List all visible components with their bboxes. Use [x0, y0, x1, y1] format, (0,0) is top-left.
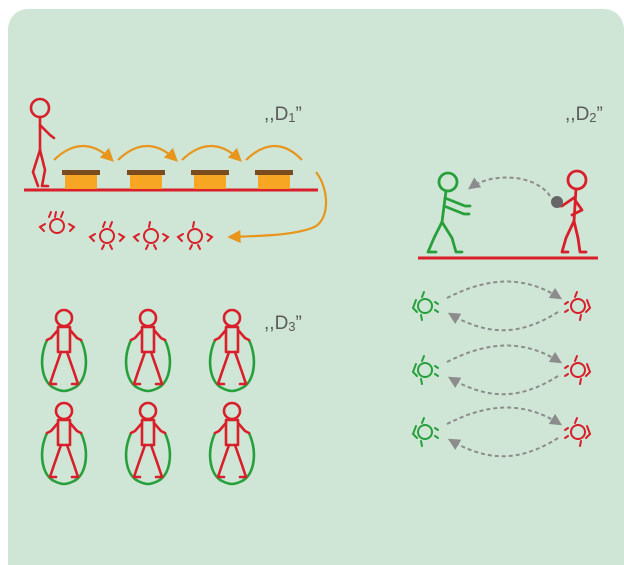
hurdle-box-icon [191, 170, 229, 189]
green-person-icon [411, 291, 439, 321]
throw-pair-row [411, 344, 592, 396]
thrower-figure-icon [555, 169, 588, 254]
station-d3 [40, 308, 256, 486]
red-person-icon [564, 417, 592, 447]
station-label-d2: ,,D2” [565, 104, 603, 125]
hurdle-box-icon [127, 170, 165, 189]
waiting-person-icon [176, 221, 214, 250]
red-person-icon [564, 291, 592, 321]
green-person-icon [411, 355, 439, 385]
runner-figure-icon [29, 97, 56, 188]
station-label-d3: ,,D3” [264, 313, 302, 334]
jump-rope-figure-icon [40, 401, 88, 486]
hurdle-box-icon [255, 170, 293, 189]
throw-pair-row [411, 406, 592, 458]
station-label-d1: ,,D1” [264, 104, 302, 125]
station-d1 [24, 97, 328, 250]
catcher-figure-icon [426, 171, 472, 254]
jump-rope-figure-icon [124, 401, 172, 486]
jump-rope-figure-icon [40, 308, 88, 393]
waiting-person-icon [132, 221, 170, 250]
jump-rope-figure-icon [208, 308, 256, 393]
throw-arrow-icon [468, 176, 551, 197]
jump-arc-arrow-icon [53, 145, 328, 244]
throw-pair-row [411, 280, 592, 332]
station-d2 [411, 169, 598, 458]
ball-icon [551, 196, 563, 208]
green-person-icon [411, 417, 439, 447]
jump-rope-figure-icon [208, 401, 256, 486]
waiting-person-icon [38, 211, 76, 234]
waiting-person-icon [88, 221, 126, 250]
hurdle-box-icon [62, 170, 100, 189]
jump-rope-figure-icon [124, 308, 172, 393]
background-panel [8, 9, 624, 565]
red-person-icon [564, 355, 592, 385]
